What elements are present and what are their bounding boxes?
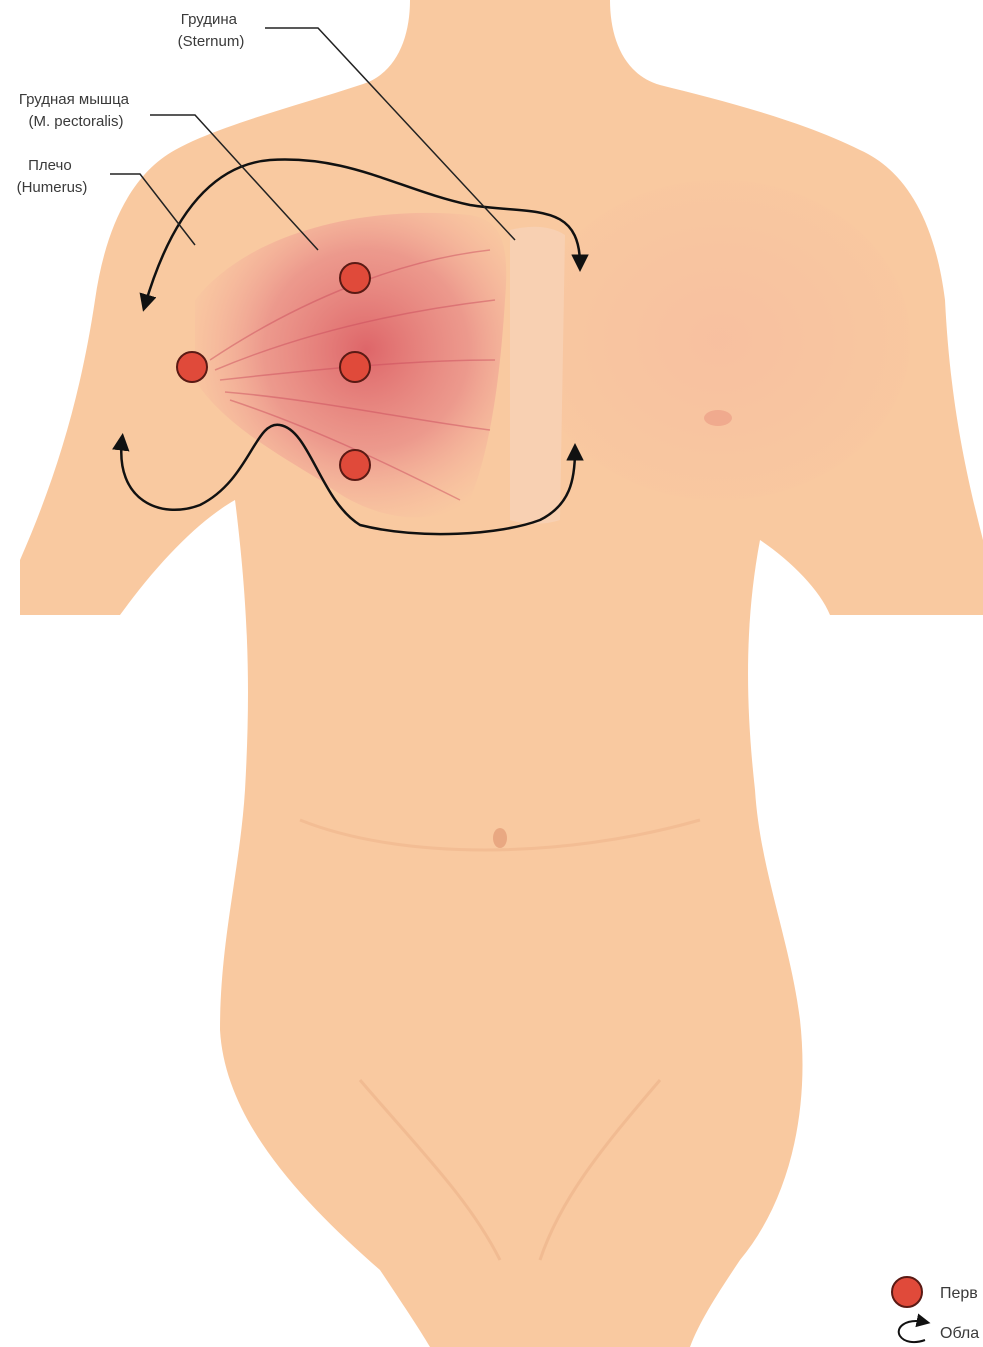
trigger-point <box>177 352 207 382</box>
sternum-band <box>510 227 565 524</box>
navel <box>493 828 507 848</box>
humerus-label-line1: Плечо <box>28 157 72 174</box>
sternum-label-line1: Грудина <box>181 11 238 28</box>
torso-silhouette <box>20 0 983 1347</box>
right-nipple <box>704 410 732 426</box>
legend-pain-area-label: Обла <box>940 1325 979 1342</box>
humerus-label: Плечо (Humerus) <box>17 157 88 196</box>
humerus-label-line2: (Humerus) <box>17 179 88 196</box>
red-circle-icon <box>892 1277 922 1307</box>
right-chest-shade <box>530 180 910 500</box>
legend-trigger-point-label: Перв <box>940 1285 978 1302</box>
curved-arrow-icon <box>899 1321 925 1342</box>
trigger-point <box>340 352 370 382</box>
trigger-point <box>340 450 370 480</box>
sternum-label-line2: (Sternum) <box>178 33 245 50</box>
sternum-label: Грудина (Sternum) <box>178 11 245 50</box>
pectoralis-label: Грудная мышца (M. pectoralis) <box>19 91 133 130</box>
trigger-point <box>340 263 370 293</box>
legend: Перв Обла <box>892 1277 979 1342</box>
pectoralis-label-line2: (M. pectoralis) <box>28 113 123 130</box>
pectoralis-label-line1: Грудная мышца <box>19 91 130 108</box>
